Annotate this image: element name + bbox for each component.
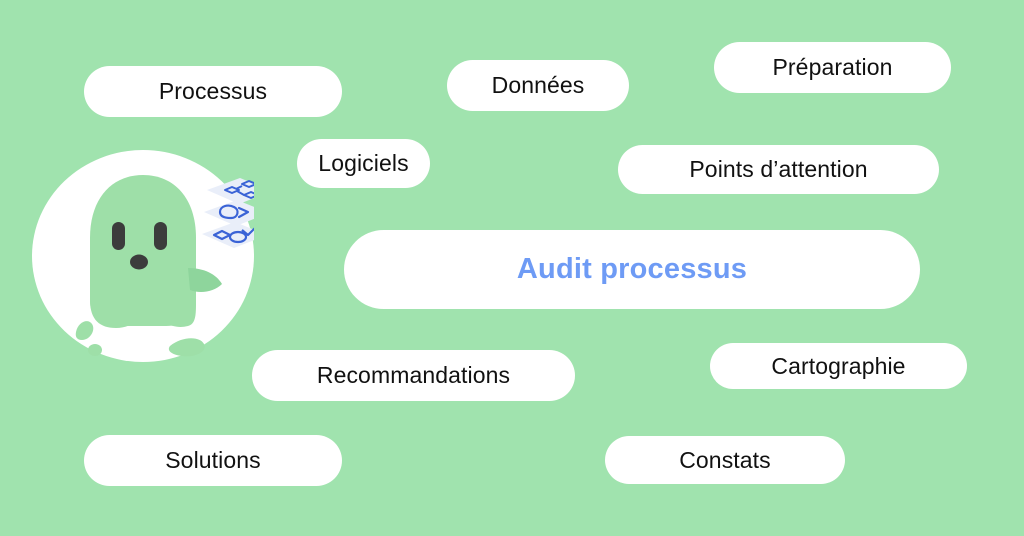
mascot-body bbox=[90, 175, 196, 326]
pill-label: Préparation bbox=[772, 54, 893, 80]
diagram-card-top bbox=[207, 178, 254, 204]
pill-label: Points d’attention bbox=[689, 156, 868, 182]
pill-label: Recommandations bbox=[316, 362, 511, 388]
pill-label: Cartographie bbox=[771, 352, 906, 379]
pill-recommandations[interactable]: Recommandations bbox=[252, 350, 575, 401]
mascot-body-drip bbox=[90, 296, 196, 328]
mascot-right-eye bbox=[154, 222, 167, 250]
mascot-left-eye bbox=[112, 222, 125, 250]
mascot-illustration bbox=[32, 150, 254, 362]
pill-solutions[interactable]: Solutions bbox=[84, 435, 342, 486]
pill-label: Processus bbox=[158, 78, 268, 104]
mascot-splash-left bbox=[75, 321, 94, 340]
pill-label: Données bbox=[491, 72, 585, 98]
main-pill-audit-processus[interactable]: Audit processus bbox=[344, 230, 920, 309]
mascot-arm bbox=[188, 268, 222, 292]
mascot-splash-right bbox=[168, 338, 205, 357]
pill-cartographie[interactable]: Cartographie bbox=[710, 343, 967, 389]
pill-points-attention[interactable]: Points d’attention bbox=[618, 145, 939, 194]
pill-processus[interactable]: Processus bbox=[84, 66, 342, 117]
diagram-cards-stack bbox=[202, 178, 254, 248]
mascot-nose bbox=[130, 254, 148, 270]
pill-logiciels[interactable]: Logiciels bbox=[297, 139, 430, 188]
main-pill-label: Audit processus bbox=[516, 253, 748, 285]
diagram-card-middle bbox=[204, 200, 254, 226]
diagram-card-bottom bbox=[202, 222, 254, 248]
pill-label: Solutions bbox=[165, 447, 261, 473]
mascot-splash-dot bbox=[88, 344, 102, 356]
pill-label: Constats bbox=[679, 446, 771, 473]
pill-preparation[interactable]: Préparation bbox=[714, 42, 951, 93]
pill-donnees[interactable]: Données bbox=[447, 60, 629, 111]
pill-label: Logiciels bbox=[318, 150, 409, 176]
pill-constats[interactable]: Constats bbox=[605, 436, 845, 484]
